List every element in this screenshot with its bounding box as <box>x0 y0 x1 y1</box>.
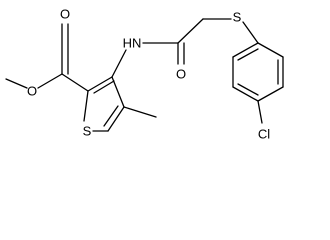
bond-benz-6-inner <box>237 48 259 61</box>
bond-carbonyl-ch2 <box>177 18 204 44</box>
bond-aryl-cl <box>257 100 263 124</box>
bond-ring-c2-c3 <box>87 76 113 92</box>
bond-benz-4 <box>232 86 259 102</box>
bond-ring-n <box>111 49 127 78</box>
atom-label-ester-o-carbonyl: O <box>60 7 70 22</box>
atom-label-chloro: Cl <box>258 127 270 142</box>
atom-label-ester-o-single: O <box>27 84 37 99</box>
bond-s-aryl <box>242 21 259 44</box>
bond-benz-6 <box>232 42 259 58</box>
bond-ester-to-ring <box>61 73 89 92</box>
bond-ring-c4-c5 <box>107 106 125 132</box>
bond-ring-c4-c5-inner <box>103 105 119 127</box>
bond-methyl-o <box>5 78 28 89</box>
atom-label-thioether-s: S <box>233 10 242 25</box>
bond-ring-methyl <box>123 106 157 118</box>
bond-ring-s-c2 <box>83 90 89 122</box>
bond-ring-c2-c3-inner <box>93 80 115 94</box>
bond-benz-4-inner <box>237 83 259 96</box>
atom-labels: O O S HN O S Cl <box>27 7 270 142</box>
molecule-structure-diagram: O O S HN O S Cl <box>5 7 284 142</box>
bond-benz-3 <box>257 86 284 102</box>
atom-label-amide-nh: HN <box>123 36 142 51</box>
bonds <box>5 18 284 132</box>
bond-o-ester-carbon <box>37 73 63 89</box>
bond-ring-c3-c4 <box>111 76 125 108</box>
atom-label-amide-o: O <box>176 67 186 82</box>
atom-label-ring-s: S <box>83 124 92 139</box>
bond-benz-1 <box>257 42 284 58</box>
